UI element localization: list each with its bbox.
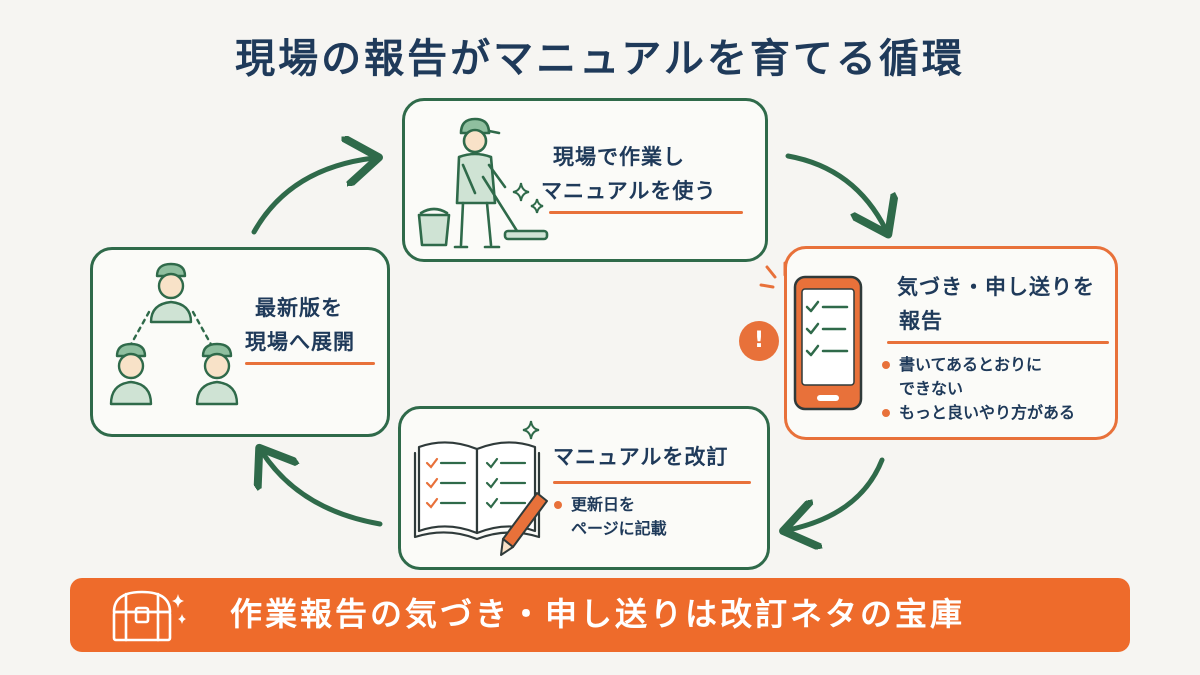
arrow-work-to-report [785, 153, 886, 230]
step-revise-card: マニュアルを改訂 更新日を ページに記載 [398, 406, 770, 570]
sparkle-icon [522, 420, 540, 440]
smartphone-checklist-icon [793, 275, 863, 411]
step-report-line1: 気づき・申し送りを [897, 275, 1095, 299]
step-work-line1: 現場で作業し [553, 145, 685, 169]
sparkle-icon [512, 182, 544, 214]
pen-icon [500, 492, 548, 556]
notification-lines [759, 261, 787, 289]
step-work-line2: マニュアルを使う [541, 179, 717, 203]
step-revise-heading: マニュアルを改訂 [553, 445, 729, 469]
step-deploy-card: 最新版を 現場へ展開 [90, 247, 390, 437]
alert-mark: ! [753, 328, 765, 353]
summary-banner: 作業報告の気づき・申し送りは改訂ネタの宝庫 [70, 578, 1130, 652]
step-report-line2: 報告 [899, 309, 943, 333]
arrow-revise-to-deploy [262, 452, 383, 527]
step-deploy-underline [245, 362, 375, 365]
step-work-underline [549, 211, 743, 214]
list-item: 更新日を [551, 493, 667, 517]
step-work-card: 現場で作業し マニュアルを使う [402, 98, 768, 262]
page-title: 現場の報告がマニュアルを育てる循環 [235, 36, 965, 82]
list-item: ページに記載 [571, 519, 667, 538]
arrow-deploy-to-work [251, 158, 374, 235]
step-report-card: ! 気づき・申し送りを 報告 書いてあるとおりに できない もっと良いやり方があ… [739, 246, 1118, 440]
arrow-report-to-revise [788, 457, 885, 530]
banner-text: 作業報告の気づき・申し送りは改訂ネタの宝庫 [230, 595, 966, 633]
alert-bubble-icon: ! [739, 321, 779, 361]
list-item: できない [899, 379, 964, 398]
step-revise-underline [553, 481, 751, 484]
step-revise-bullets: 更新日を ページに記載 [551, 493, 667, 541]
step-report-underline [887, 341, 1109, 344]
step-deploy-line2: 現場へ展開 [245, 330, 355, 354]
list-item: もっと良いやり方がある [879, 401, 1075, 425]
worker-mopping-icon [417, 117, 549, 249]
open-manual-icon [413, 441, 541, 541]
list-item: 書いてあるとおりに [879, 353, 1075, 377]
step-deploy-line1: 最新版を [255, 296, 343, 320]
treasure-chest-icon [112, 590, 186, 642]
step-report-bullets: 書いてあるとおりに できない もっと良いやり方がある [879, 353, 1075, 425]
team-hierarchy-icon [109, 262, 239, 406]
